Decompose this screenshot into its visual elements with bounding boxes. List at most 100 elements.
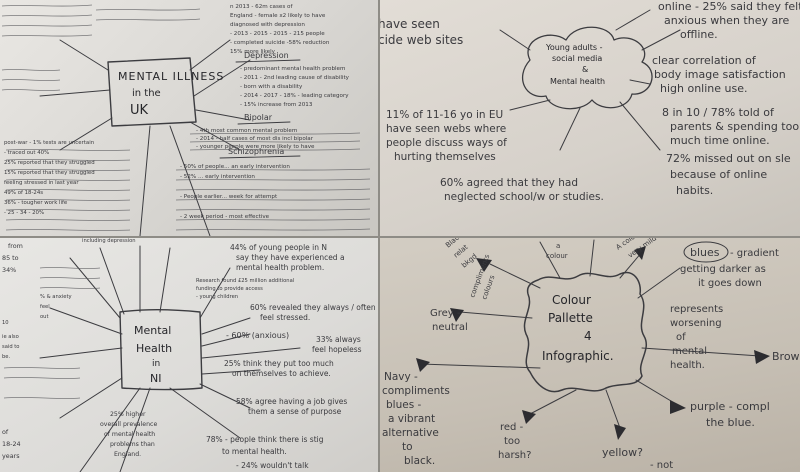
center-line-2: Pallette [548,311,593,325]
svg-text:34%: 34% [2,266,16,274]
center-line-3: in [152,359,160,369]
panel-3-sketch: Mental Health in NI 44% of young people … [2,238,376,472]
center-title-line-2: in the [132,88,161,99]
label-red: red - too harsh? [498,422,531,461]
svg-text:neutral: neutral [432,322,468,333]
svg-text:from: from [8,242,23,250]
center-box [119,308,203,391]
svg-text:anxious when they are: anxious when they are [664,14,789,27]
label-colour-top: A colour very mild [615,238,659,260]
svg-text:ie also: ie also [2,334,19,340]
svg-text:clear correlation of: clear correlation of [652,54,757,67]
center-line-1: Mental [134,324,171,337]
svg-text:- 52% ... early intervention: - 52% ... early intervention [180,174,255,180]
panel-mental-illness-uk: MENTAL ILLNESS in the UK Depression Bipo… [0,0,378,236]
svg-text:- 4th most common mental probl: - 4th most common mental problem [196,128,297,134]
panel-4-sketch: Colour Pallette 4 Infographic. blues - g… [382,238,800,471]
svg-text:- 25 - 34 - 20%: - 25 - 34 - 20% [4,210,44,216]
label-top-left: Black relat bkgd [444,238,478,270]
svg-text:blues -: blues - [386,399,422,411]
svg-text:online - 25% said they felt: online - 25% said they felt [658,0,800,13]
notes-top: n 2013 - 62m cases of England - female x… [230,4,330,55]
svg-text:- 50% of people... an early in: - 50% of people... an early intervention [180,164,290,170]
svg-text:hurting themselves: hurting themselves [394,151,496,163]
svg-text:red -: red - [500,422,524,433]
note-blues: - gradient getting darker as it goes dow… [680,248,779,289]
svg-text:85 to: 85 to [2,254,19,262]
svg-text:problems than: problems than [110,441,155,448]
note-anxious: - 60% (anxious) [226,331,289,340]
blues-circle [683,241,729,263]
note-mid-right: Research found £25 million additional fu… [196,278,294,300]
note-33: 33% always feel hopeless [312,335,362,354]
center-line-4: Mental health [550,77,605,86]
svg-text:72% missed out on sle: 72% missed out on sle [666,152,791,165]
svg-text:feeling stressed in last year: feeling stressed in last year [4,180,79,186]
label-yellow: yellow? [602,446,643,459]
svg-text:including depression: including depression [82,238,136,244]
note-represents: represents worsening of mental health. [670,304,723,371]
svg-text:represents: represents [670,304,723,315]
svg-text:England - female x2 likely to: England - female x2 likely to have [230,13,326,19]
svg-text:feel stressed.: feel stressed. [260,313,310,322]
note-left: 11% of 11-16 yo in EU have seen webs whe… [386,109,507,163]
svg-text:to mental health.: to mental health. [222,447,287,456]
note-25-higher: 25% higher overall prevalence of mental … [100,411,157,458]
panel-1-sketch: MENTAL ILLNESS in the UK Depression Bipo… [1,4,371,236]
center-line-2: Health [136,342,172,355]
label-navy: Navy - compliments blues - a vibrant alt… [382,371,450,467]
svg-text:% & anxiety: % & anxiety [40,294,72,300]
heading-depression: Depression [244,51,289,60]
svg-text:because of online: because of online [670,168,767,181]
svg-text:Navy -: Navy - [384,371,418,383]
note-left: from 85 to 34% of 18-24 years [2,242,23,460]
svg-text:said to: said to [2,344,19,350]
svg-text:Black: Black [444,238,464,250]
svg-text:the blue.: the blue. [706,416,755,429]
svg-text:10: 10 [2,320,9,326]
note-25: 25% think they put too much on themselve… [224,359,334,378]
svg-text:compliments: compliments [382,385,450,397]
svg-text:worsening: worsening [670,318,722,329]
svg-text:purple - compl: purple - compl [690,400,770,413]
svg-text:cide web sites: cide web sites [380,33,463,47]
svg-text:a: a [556,242,560,250]
svg-text:78% - people think there is st: 78% - people think there is stig [206,435,324,444]
center-line-1: Young adults - [545,43,603,52]
svg-text:years: years [2,452,20,460]
svg-text:feel: feel [40,304,50,310]
note-top-right: 44% of young people in N say they have e… [230,243,345,272]
note-right: clear correlation of body image satisfac… [652,54,786,95]
svg-text:25% think they put too much: 25% think they put too much [224,359,334,368]
svg-text:it goes down: it goes down [698,278,762,289]
svg-text:49% of 18-24s: 49% of 18-24s [4,190,43,196]
svg-text:25% reported that they struggl: 25% reported that they struggled [4,160,95,166]
branch-lines [499,9,681,151]
panel-social-media: Young adults - social media & Mental hea… [380,0,800,236]
note-bottom-right: 72% missed out on sle because of online … [666,152,791,197]
label-brown: Brow [772,350,800,363]
center-line-4: NI [150,372,161,385]
svg-text:8 in 10 / 78% told of: 8 in 10 / 78% told of [662,106,775,119]
svg-text:out: out [40,314,49,320]
svg-text:- 2013 - 2015 - 2015 - 215 peo: - 2013 - 2015 - 2015 - 215 people [230,31,325,37]
svg-text:England.: England. [114,451,141,458]
svg-text:Research found £25 million add: Research found £25 million additional [196,278,294,284]
svg-text:have seen webs where: have seen webs where [386,123,506,135]
center-line-3: 4 [584,329,592,343]
scribble-lines [1,4,371,231]
note-24: - 24% wouldn't talk [236,461,309,470]
svg-text:of: of [2,428,9,436]
svg-text:58% agree having a job gives: 58% agree having a job gives [236,397,347,406]
notes-schizophrenia: - 50% of people... an early intervention… [180,164,290,220]
svg-text:body image satisfaction: body image satisfaction [654,68,786,81]
svg-text:60% revealed they always / oft: 60% revealed they always / often [250,303,376,312]
svg-text:- People earlier... week for a: - People earlier... week for attempt [180,194,278,200]
branch-lines [39,39,251,236]
branch-lines [419,239,761,429]
svg-text:mental health problem.: mental health problem. [236,263,324,272]
svg-text:high online use.: high online use. [660,82,748,95]
note-top-left: have seen cide web sites [380,17,463,47]
note-revealed: 60% revealed they always / often feel st… [250,303,376,322]
svg-text:diagnosed with depression: diagnosed with depression [230,22,305,28]
